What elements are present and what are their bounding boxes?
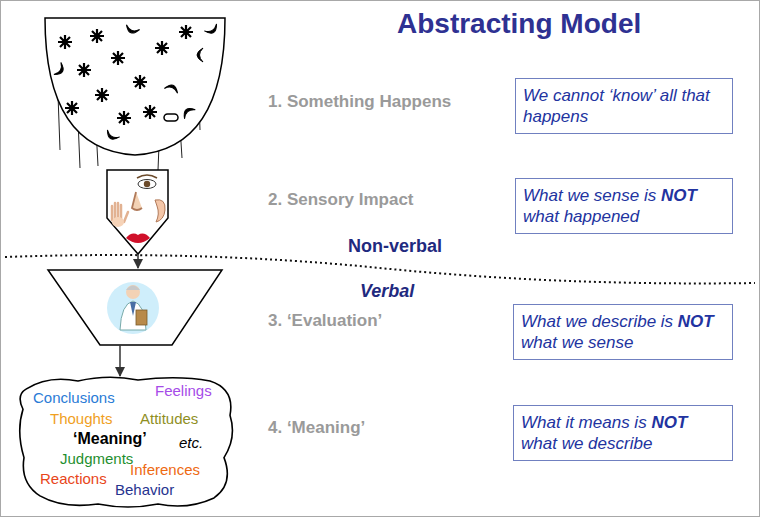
event-bowl <box>45 18 225 170</box>
note-box: What we describe is NOT what we sense <box>513 304 733 360</box>
meaning-cloud: Conclusions FeelingsThoughts Attitudes ‘Mea… <box>18 375 236 510</box>
meaning-word: ‘Meaning’ <box>73 430 147 447</box>
meaning-word: Thoughts <box>50 410 113 427</box>
step-label: 1. Something Happens <box>268 92 451 112</box>
box-text: We cannot ‘know’ all that happens <box>523 85 722 127</box>
divider-line <box>5 255 755 283</box>
note-box: We cannot ‘know’ all that happens <box>515 78 733 134</box>
diagram-title: Abstracting Model <box>397 8 641 40</box>
box-text: What we sense is NOT what happened <box>523 185 722 227</box>
emphasis: NOT <box>678 312 714 331</box>
meaning-word: Reactions <box>40 470 107 487</box>
step-label: 3. ‘Evaluation’ <box>268 311 382 331</box>
region-label: Verbal <box>360 281 414 301</box>
meaning-word: Attitudes <box>140 410 198 427</box>
box-text: What we describe is NOT what we sense <box>521 311 722 353</box>
note-box: What it means is NOT what we describe <box>513 405 733 461</box>
meaning-word: etc. <box>179 434 203 451</box>
emphasis: NOT <box>651 413 687 432</box>
meaning-word: Conclusions <box>33 389 115 406</box>
senses-face <box>107 170 168 254</box>
box-text: What it means is NOT what we describe <box>521 412 722 454</box>
step-label: 4. ‘Meaning’ <box>268 418 365 438</box>
note-box: What we sense is NOT what happened <box>515 178 733 234</box>
step-label: 2. Sensory Impact <box>268 190 414 210</box>
evaluation-funnel <box>48 270 222 345</box>
meaning-word: Behavior <box>115 481 174 498</box>
region-label: Non-verbal <box>348 236 442 256</box>
emphasis: NOT <box>661 186 697 205</box>
meaning-word: Feelings <box>155 382 212 399</box>
meaning-word: Judgments <box>60 450 133 467</box>
meaning-word: Inferences <box>130 461 200 478</box>
